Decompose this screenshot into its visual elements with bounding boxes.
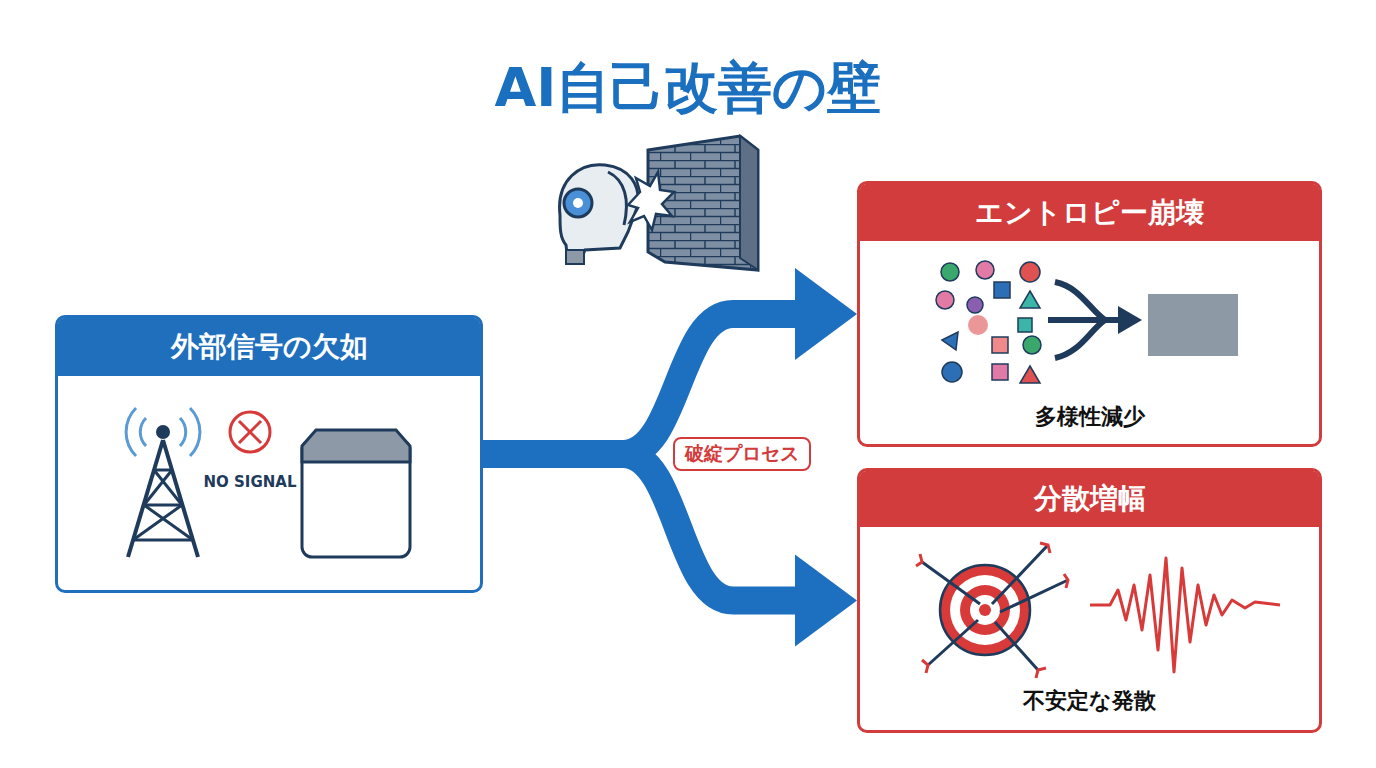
icon-part bbox=[950, 575, 1020, 645]
icon-part bbox=[1055, 320, 1105, 358]
icon-part bbox=[1118, 306, 1142, 334]
radio-tower-icon bbox=[126, 408, 200, 557]
icon-part bbox=[133, 539, 193, 542]
scattered-arrows-icon bbox=[916, 543, 1068, 678]
icon-part bbox=[922, 660, 928, 673]
icon-part bbox=[1090, 558, 1280, 672]
icon-part bbox=[573, 198, 583, 208]
icon-part bbox=[940, 565, 1030, 655]
diverse-shapes-icon bbox=[936, 261, 1041, 383]
icon-part bbox=[239, 421, 261, 443]
icon-part bbox=[1040, 543, 1050, 553]
icon-part bbox=[740, 136, 758, 270]
waveform-icon bbox=[1090, 558, 1280, 672]
icon-part bbox=[1036, 668, 1046, 678]
icon-part bbox=[302, 440, 410, 557]
icon-part bbox=[1064, 574, 1068, 588]
icon-part bbox=[302, 430, 410, 462]
failure-box: エントロピー崩壊多様性減少 bbox=[857, 181, 1322, 447]
arrow-head bbox=[795, 268, 857, 360]
icon-part bbox=[239, 421, 261, 443]
icon-part bbox=[1023, 336, 1041, 354]
arrow-shaft bbox=[483, 314, 797, 454]
icon-part bbox=[564, 189, 592, 217]
icon-part bbox=[608, 172, 626, 225]
icon-part bbox=[180, 418, 186, 446]
icon-part bbox=[936, 291, 954, 309]
branch-arrow bbox=[483, 454, 857, 647]
icon-part bbox=[1020, 366, 1040, 383]
icon-part bbox=[154, 469, 172, 472]
brick-wall-icon bbox=[628, 136, 758, 270]
cause-box: 外部信号の欠如 NO SIGNAL bbox=[55, 315, 483, 593]
edge-label: 破綻プロセス bbox=[673, 437, 811, 471]
empty-container-icon bbox=[302, 430, 410, 557]
failure-box: 分散増幅不安定な発散 bbox=[857, 468, 1322, 733]
icon-part bbox=[970, 595, 1000, 625]
arrow-shaft bbox=[483, 454, 797, 601]
icon-part bbox=[976, 261, 994, 279]
icon-part bbox=[144, 470, 172, 505]
icon-part bbox=[1055, 282, 1105, 320]
icon-part bbox=[1000, 580, 1068, 612]
icon-part bbox=[992, 337, 1008, 353]
icon-part bbox=[126, 408, 136, 456]
icon-part bbox=[566, 250, 584, 264]
uniform-block-icon bbox=[1148, 294, 1238, 356]
icon-part bbox=[994, 282, 1010, 298]
icon-part bbox=[942, 362, 962, 382]
icon-part bbox=[230, 412, 270, 452]
icon-part bbox=[1020, 262, 1040, 282]
box-heading: 分散増幅 bbox=[860, 471, 1319, 527]
icon-part bbox=[133, 505, 182, 540]
icon-part bbox=[1148, 294, 1238, 356]
icon-part bbox=[190, 408, 200, 456]
convergence-arrow-icon bbox=[1048, 282, 1142, 358]
box-heading: 外部信号の欠如 bbox=[58, 318, 480, 376]
icon-part bbox=[163, 440, 198, 557]
icon-part bbox=[144, 504, 182, 507]
icon-part bbox=[1020, 291, 1040, 308]
diagram-title: AI自己改善の壁 bbox=[0, 52, 1376, 125]
target-icon bbox=[940, 565, 1030, 655]
icon-part bbox=[979, 604, 991, 616]
icon-part bbox=[960, 585, 1010, 635]
icon-part bbox=[928, 620, 978, 665]
icon-part bbox=[916, 554, 922, 566]
icon-part bbox=[144, 505, 193, 540]
box-heading: エントロピー崩壊 bbox=[860, 184, 1319, 241]
icon-part bbox=[942, 332, 958, 350]
icon-part bbox=[156, 425, 170, 439]
icon-part bbox=[154, 470, 182, 505]
no-signal-icon bbox=[230, 412, 270, 452]
arrow-head bbox=[795, 555, 857, 647]
icon-part bbox=[140, 418, 146, 446]
box-body-text: 多様性減少 bbox=[860, 402, 1319, 432]
box-body-text: 不安定な発散 bbox=[860, 686, 1319, 716]
icon-part bbox=[128, 440, 163, 557]
icon-part bbox=[995, 622, 1038, 670]
signal-status-text: NO SIGNAL bbox=[195, 471, 305, 493]
icon-part bbox=[967, 297, 983, 313]
robot-head-icon bbox=[560, 165, 639, 264]
icon-part bbox=[1048, 317, 1122, 323]
icon-part bbox=[922, 562, 980, 604]
icon-part bbox=[560, 165, 639, 262]
icon-part bbox=[1018, 318, 1032, 332]
icon-part bbox=[941, 263, 959, 281]
branch-arrow bbox=[483, 268, 857, 454]
icon-part bbox=[648, 136, 758, 270]
icon-part bbox=[992, 545, 1048, 604]
icon-part bbox=[968, 315, 988, 335]
icon-part bbox=[628, 172, 674, 230]
icon-part bbox=[992, 364, 1008, 380]
